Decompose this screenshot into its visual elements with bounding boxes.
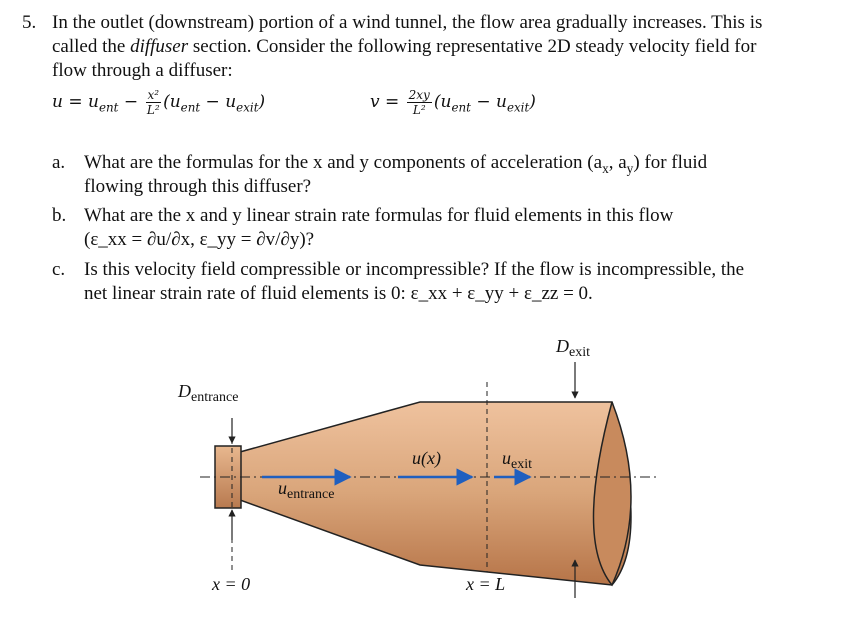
u-eq-minus: − xyxy=(118,92,144,112)
d-exit-label: Dexit xyxy=(556,336,590,361)
x-L-label: x = L xyxy=(466,574,506,594)
d-entrance-sub: entrance xyxy=(191,390,239,406)
question-c-letter: c. xyxy=(52,259,66,280)
problem-number: 5. xyxy=(22,12,37,33)
v-eq-paren-open: (u xyxy=(433,92,452,112)
u-eq-paren-open: (u xyxy=(163,92,181,112)
u-eq-frac-den: L² xyxy=(146,103,160,117)
u-exit-main: u xyxy=(502,448,511,468)
v-eq-ent: ent xyxy=(451,100,471,115)
problem-line-2-post: section. Consider the following represen… xyxy=(188,36,757,57)
problem-line-3: flow through a diffuser: xyxy=(52,60,233,81)
question-a-mid: , a xyxy=(608,152,627,173)
question-b-line-2: (ε_xx = ∂u/∂x, ε_yy = ∂v/∂y)? xyxy=(84,229,315,250)
question-a-letter: a. xyxy=(52,152,66,173)
question-a-end: ) for fluid xyxy=(633,152,708,173)
u-entrance-sub: entrance xyxy=(287,487,335,503)
x-zero-label: x = 0 xyxy=(212,574,251,594)
problem-line-2-pre: called the xyxy=(52,36,131,57)
question-b-line-1: What are the x and y linear strain rate … xyxy=(84,205,674,226)
diffuser-term: diffuser xyxy=(130,36,189,57)
question-a-line-2: flowing through this diffuser? xyxy=(84,176,312,197)
question-a-sub-y: y xyxy=(626,160,634,176)
problem-line-2: called the diffuser section. Consider th… xyxy=(52,35,756,59)
d-entrance-main: D xyxy=(178,381,191,401)
question-a-sub-x: x xyxy=(602,160,609,176)
v-eq-frac-num: 2xy xyxy=(406,88,432,103)
u-eq-paren-close: ) xyxy=(258,92,266,112)
problem-line-1: In the outlet (downstream) portion of a … xyxy=(52,12,763,33)
v-eq-lhs: v = xyxy=(370,92,405,112)
v-eq-minus: − u xyxy=(470,92,507,112)
u-entrance-label: uentrance xyxy=(278,478,334,503)
u-eq-lhs: u = u xyxy=(52,92,99,112)
u-eq-exit: exit xyxy=(236,100,259,115)
u-x-label: u(x) xyxy=(412,448,441,468)
question-a-text: What are the formulas for the x and y co… xyxy=(84,152,603,173)
u-eq-minus2: − u xyxy=(200,92,237,112)
u-exit-sub: exit xyxy=(511,457,532,473)
u-eq-frac-num: x² xyxy=(145,88,162,103)
question-a-line-1: What are the formulas for the x and y co… xyxy=(84,151,707,181)
u-exit-label: uexit xyxy=(502,448,532,473)
v-eq-frac-den: L² xyxy=(412,103,426,117)
u-eq-ent2: ent xyxy=(180,100,201,115)
d-entrance-label: Dentrance xyxy=(178,381,238,406)
v-eq-exit: exit xyxy=(506,100,530,115)
exit-face xyxy=(592,401,632,587)
u-entrance-main: u xyxy=(278,478,287,498)
u-eq-ent: ent xyxy=(98,100,119,115)
question-c-line-1: Is this velocity field compressible or i… xyxy=(84,259,745,280)
v-eq-paren-close: ) xyxy=(529,92,536,112)
d-exit-sub: exit xyxy=(569,345,590,361)
d-exit-main: D xyxy=(556,336,569,356)
question-b-letter: b. xyxy=(52,205,67,226)
question-c-line-2: net linear strain rate of fluid elements… xyxy=(84,283,593,304)
